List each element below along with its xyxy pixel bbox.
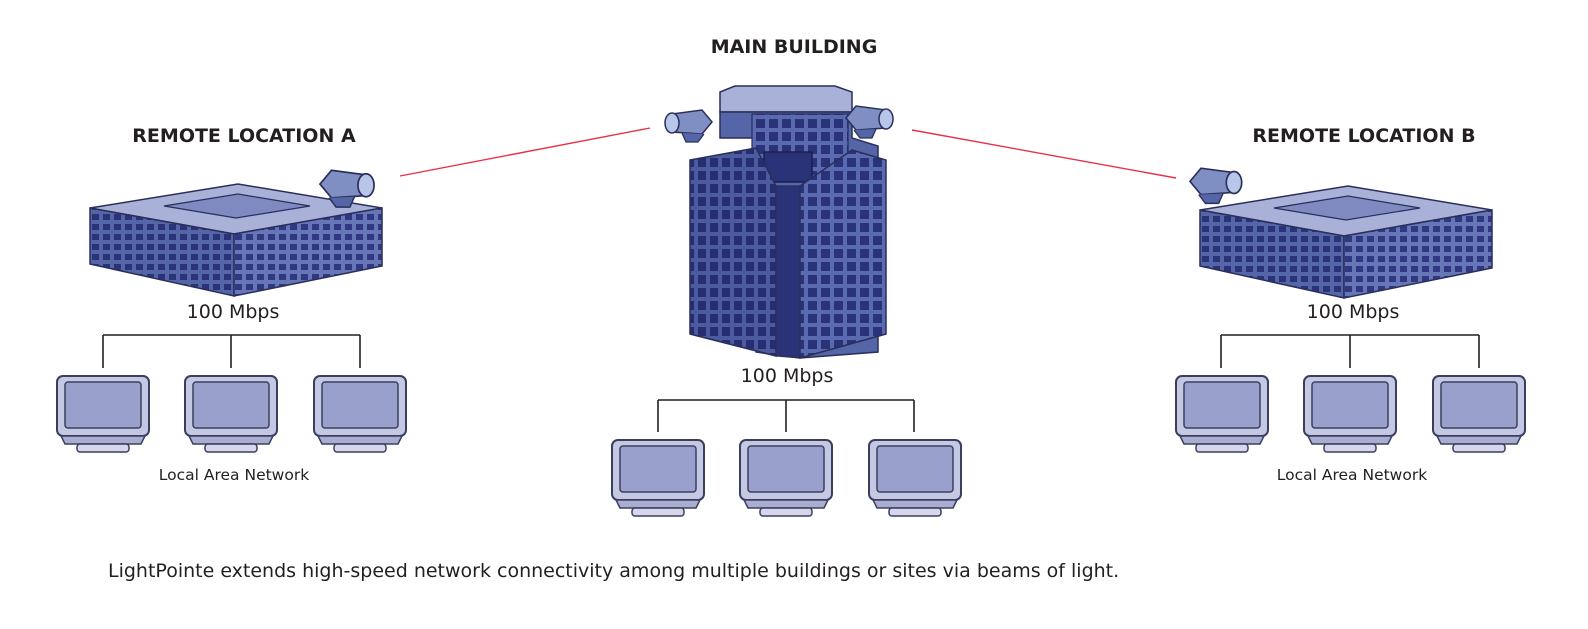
computer-m1-icon [611,439,705,517]
lan-b-wiring [1220,334,1480,368]
lan-main-wiring [657,399,915,432]
computer-b2-icon [1303,375,1397,453]
remote-a-speed: 100 Mbps [187,301,280,323]
computer-m2-icon [739,439,833,517]
beam-link-b [911,129,1177,179]
remote-b-speed: 100 Mbps [1307,301,1400,323]
computer-a1-icon [56,375,150,453]
lan-a-label: Local Area Network [159,466,309,484]
beam-link-a [399,127,651,177]
computer-b1-icon [1175,375,1269,453]
computer-a3-icon [313,375,407,453]
main-speed: 100 Mbps [741,365,834,387]
remote-b-title: REMOTE LOCATION B [1252,125,1475,147]
transceiver-b-icon [1189,167,1243,205]
computer-b3-icon [1432,375,1526,453]
main-building-title: MAIN BUILDING [711,36,878,58]
computer-a2-icon [184,375,278,453]
remote-building-b [1199,185,1493,299]
remote-a-title: REMOTE LOCATION A [132,125,356,147]
lan-b-label: Local Area Network [1277,466,1427,484]
lan-a-wiring [102,334,361,368]
caption: LightPointe extends high-speed network c… [108,560,1120,582]
computer-m3-icon [868,439,962,517]
main-building [664,85,894,359]
